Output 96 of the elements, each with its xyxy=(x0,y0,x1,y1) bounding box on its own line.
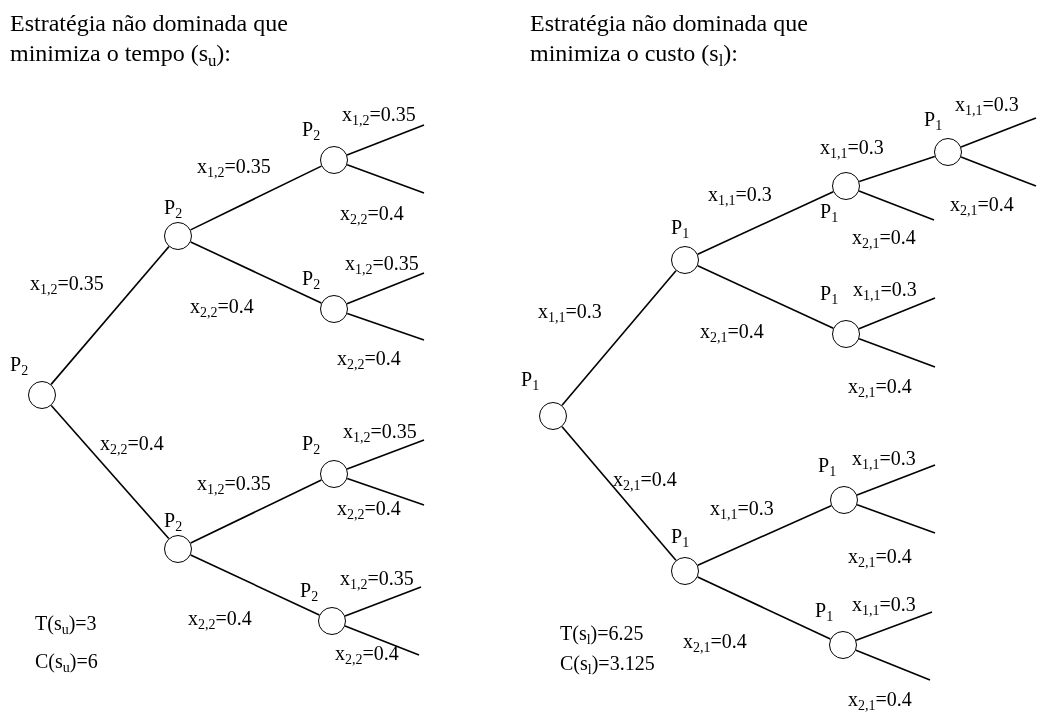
decision-node-circle xyxy=(164,222,192,250)
decision-node-circle xyxy=(320,295,348,323)
edge-label: x$_{1,1}$=0.3 xyxy=(852,447,916,469)
result-formula: T(s$_{l}$)=6.25 xyxy=(560,622,644,644)
tree-branch xyxy=(696,265,835,329)
tree-branch xyxy=(855,649,931,681)
tree-branch xyxy=(561,425,677,562)
tree-branch xyxy=(856,464,936,496)
decision-node-circle xyxy=(830,486,858,514)
edge-label: x$_{1,1}$=0.3 xyxy=(820,136,884,158)
edge-label: x$_{2,1}$=0.4 xyxy=(683,630,747,652)
tree-branch xyxy=(858,338,936,368)
edge-label: x$_{1,2}$=0.35 xyxy=(30,272,104,294)
edge-label: x$_{2,2}$=0.4 xyxy=(100,432,164,454)
tree-branch xyxy=(960,117,1037,148)
player-label: P$_{1}$ xyxy=(820,200,839,222)
decision-node-circle xyxy=(671,557,699,585)
decision-node-circle xyxy=(164,535,192,563)
edge-label: x$_{1,2}$=0.35 xyxy=(197,155,271,177)
edge-label: x$_{1,1}$=0.3 xyxy=(852,593,916,615)
decision-node-circle xyxy=(320,146,348,174)
tree-branch xyxy=(346,164,425,194)
player-label: P$_{1}$ xyxy=(818,454,837,476)
edge-label: x$_{1,1}$=0.3 xyxy=(853,278,917,300)
tree-branch xyxy=(697,504,832,567)
decision-node-circle xyxy=(829,631,857,659)
tree-branch xyxy=(346,477,425,506)
edge-label: x$_{1,2}$=0.35 xyxy=(342,103,416,125)
tree-branch xyxy=(344,586,422,617)
player-label: P$_{2}$ xyxy=(302,432,321,454)
tree-branch xyxy=(189,479,323,544)
player-label: P$_{1}$ xyxy=(671,216,690,238)
tree-branch xyxy=(344,625,420,656)
player-label: P$_{1}$ xyxy=(820,282,839,304)
edge-label: x$_{2,2}$=0.4 xyxy=(337,497,401,519)
tree-branch xyxy=(858,297,936,330)
tree-branch xyxy=(346,439,425,470)
tree-branch xyxy=(189,165,323,231)
tree-branch xyxy=(856,503,936,534)
edge-label: x$_{2,1}$=0.4 xyxy=(613,468,677,490)
edge-label: x$_{1,2}$=0.35 xyxy=(345,252,419,274)
tree-branch xyxy=(189,554,321,616)
edge-label: x$_{1,1}$=0.3 xyxy=(955,93,1019,115)
edge-label: x$_{2,1}$=0.4 xyxy=(700,320,764,342)
tree-branch xyxy=(855,611,933,641)
result-formula: C(s$_{u}$)=6 xyxy=(35,650,98,672)
decision-node-circle xyxy=(318,607,346,635)
player-label: P$_{1}$ xyxy=(815,599,834,621)
tree-branch xyxy=(858,155,936,183)
tree-branch xyxy=(696,191,835,255)
edge-label: x$_{1,1}$=0.3 xyxy=(710,497,774,519)
decision-node-circle xyxy=(320,460,348,488)
edge-label: x$_{1,2}$=0.35 xyxy=(343,420,417,442)
heading-text: Estratégia não dominada que minimiza o custo (s$_{l}$): xyxy=(530,9,809,68)
decision-node-circle xyxy=(934,138,962,166)
player-label: P$_{2}$ xyxy=(302,118,321,140)
edge-label: x$_{1,1}$=0.3 xyxy=(708,183,772,205)
edge-label: x$_{2,1}$=0.4 xyxy=(852,226,916,248)
tree-branch xyxy=(561,269,677,407)
player-label: P$_{2}$ xyxy=(164,196,183,218)
tree-branch xyxy=(858,190,935,221)
edge-label: x$_{1,2}$=0.35 xyxy=(340,567,414,589)
result-formula: C(s$_{l}$)=3.125 xyxy=(560,652,655,674)
heading-text: Estratégia não dominada que minimiza o tempo (s$_{u}$): xyxy=(10,9,289,68)
tree-branch xyxy=(189,241,323,304)
player-label: P$_{2}$ xyxy=(10,353,29,375)
tree-branch xyxy=(346,272,425,305)
edge-label: x$_{2,2}$=0.4 xyxy=(340,202,404,224)
player-label: P$_{2}$ xyxy=(164,509,183,531)
decision-node-circle xyxy=(832,320,860,348)
decision-node-circle xyxy=(28,381,56,409)
edge-label: x$_{1,2}$=0.35 xyxy=(197,472,271,494)
tree-branch xyxy=(50,404,170,540)
tree-branch xyxy=(346,124,425,156)
player-label: P$_{2}$ xyxy=(302,267,321,289)
decision-node-circle xyxy=(832,172,860,200)
edge-label: x$_{2,1}$=0.4 xyxy=(848,375,912,397)
edge-label: x$_{1,1}$=0.3 xyxy=(538,300,602,322)
edge-label: x$_{2,1}$=0.4 xyxy=(848,688,912,710)
tree-branch xyxy=(346,312,425,341)
decision-node-circle xyxy=(671,246,699,274)
edge-label: x$_{2,1}$=0.4 xyxy=(950,193,1014,215)
edge-label: x$_{2,2}$=0.4 xyxy=(188,607,252,629)
tree-branch xyxy=(696,576,832,640)
decision-node-circle xyxy=(539,402,567,430)
player-label: P$_{1}$ xyxy=(924,108,943,130)
player-label: P$_{2}$ xyxy=(300,579,319,601)
result-formula: T(s$_{u}$)=3 xyxy=(35,612,97,634)
edge-label: x$_{2,2}$=0.4 xyxy=(337,347,401,369)
player-label: P$_{1}$ xyxy=(671,525,690,547)
edge-label: x$_{2,2}$=0.4 xyxy=(335,642,399,664)
edge-label: x$_{2,2}$=0.4 xyxy=(190,295,254,317)
tree-branch xyxy=(960,156,1037,187)
player-label: P$_{1}$ xyxy=(521,368,540,390)
tree-branch xyxy=(50,245,170,386)
edge-label: x$_{2,1}$=0.4 xyxy=(848,545,912,567)
